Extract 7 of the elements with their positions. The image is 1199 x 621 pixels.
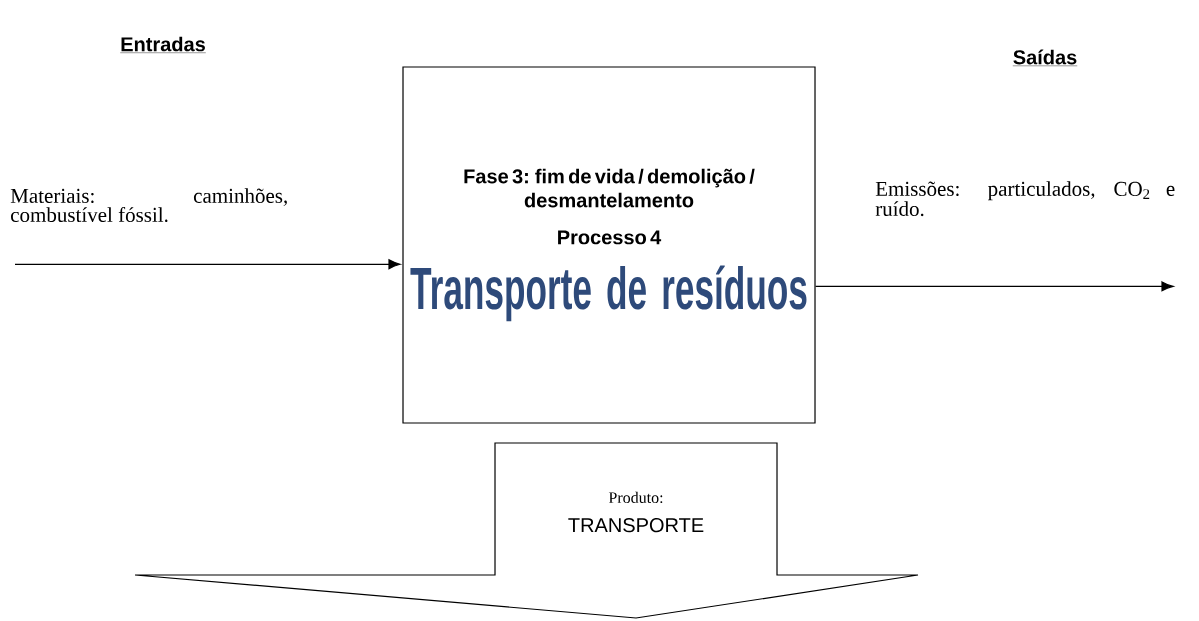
input-text: Materiais: caminhões, combustível fóssil. [10,188,287,223]
heading: Saídas [1012,49,1078,66]
arrow [815,281,1174,292]
process-box: Fase 3: fim de vida / demolição / desmantelamento Processo 4 Transporte de resíduos [402,66,816,424]
heading: Entradas [120,36,206,53]
output-text: Emissões: particulados, CO$_{2}$ e ruído. [875,181,1175,217]
arrow [14,259,401,270]
